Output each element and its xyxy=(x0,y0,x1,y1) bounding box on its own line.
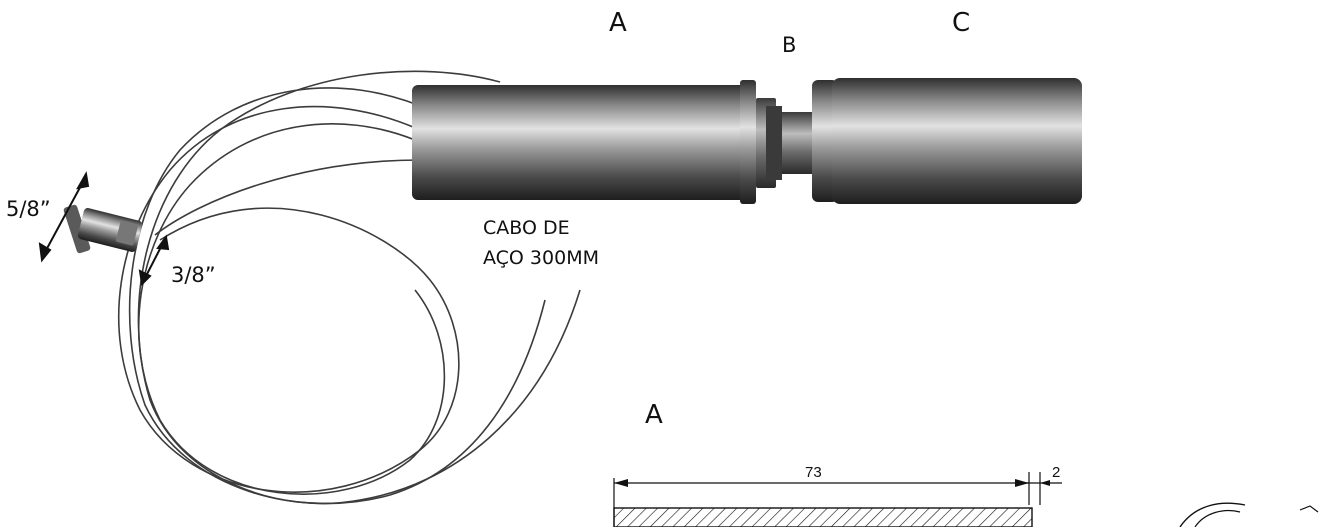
dim-inner-label: 3/8” xyxy=(171,263,216,287)
part-a-cylinder xyxy=(412,80,776,204)
drawing-title: A xyxy=(645,400,663,430)
cable-caption-line2: AÇO 300MM xyxy=(483,247,599,269)
drawing-step-label: 2 xyxy=(1052,464,1061,481)
hatched-section xyxy=(613,507,1033,527)
part-c-cylinder xyxy=(812,78,1082,204)
part-a-label: A xyxy=(609,8,627,38)
part-c-label: C xyxy=(952,8,971,38)
steel-cable xyxy=(117,70,581,505)
dim-arrow-inner xyxy=(138,234,170,287)
section-mark-icon xyxy=(1299,505,1319,513)
technical-drawing-a xyxy=(613,472,1319,527)
cable-fitting xyxy=(63,204,143,254)
part-b-label: B xyxy=(782,33,797,57)
dim-arrow-outer xyxy=(38,171,90,263)
end-view-circle xyxy=(1179,502,1246,527)
drawing-length-label: 73 xyxy=(805,464,822,481)
cable-caption-line1: CABO DE xyxy=(483,217,570,239)
dim-outer-label: 5/8” xyxy=(6,197,51,221)
